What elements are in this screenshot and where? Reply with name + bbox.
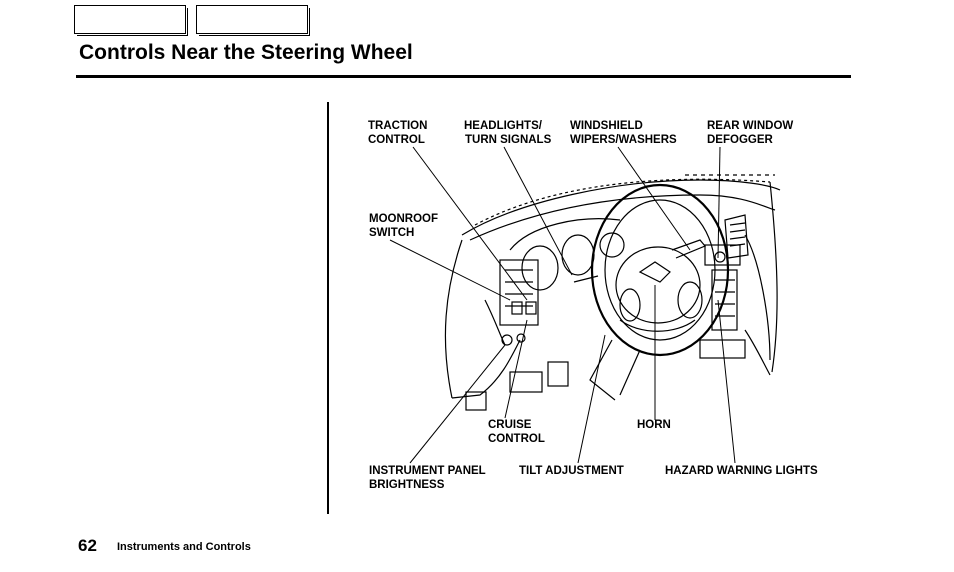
label-moonroof-switch: MOONROOF SWITCH xyxy=(369,213,438,239)
label-hazard-warning-lights: HAZARD WARNING LIGHTS xyxy=(665,465,818,477)
label-windshield-wipers: WINDSHIELD WIPERS/WASHERS xyxy=(570,120,677,146)
label-traction-control: TRACTION CONTROL xyxy=(368,120,428,146)
label-rear-window-defogger: REAR WINDOW DEFOGGER xyxy=(707,120,794,146)
column-divider xyxy=(327,102,329,514)
label-instrument-panel-brightness: INSTRUMENT PANEL BRIGHTNESS xyxy=(369,465,486,491)
section-name: Instruments and Controls xyxy=(117,541,251,553)
page-title: Controls Near the Steering Wheel xyxy=(79,41,413,64)
label-horn: HORN xyxy=(637,419,671,431)
label-headlights-turn-signals: HEADLIGHTS/ TURN SIGNALS xyxy=(464,120,552,146)
title-divider xyxy=(76,75,851,78)
page-number: 62 xyxy=(78,536,97,555)
label-cruise-control: CRUISE CONTROL xyxy=(488,419,545,445)
label-tilt-adjustment: TILT ADJUSTMENT xyxy=(519,465,624,477)
